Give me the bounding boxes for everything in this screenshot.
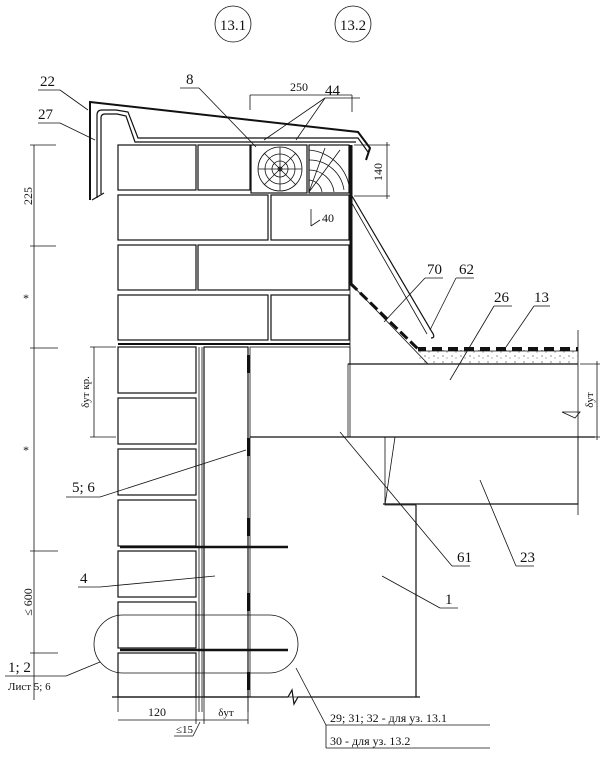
svg-text:1; 2: 1; 2 xyxy=(8,660,31,676)
svg-text:61: 61 xyxy=(457,550,472,566)
dimension-140: 140 xyxy=(354,142,390,199)
svg-text:*: * xyxy=(23,443,29,457)
wall-insulation xyxy=(198,346,250,712)
callout-13: 13 xyxy=(505,290,550,348)
callout-8: 8 xyxy=(180,72,257,148)
callout-40: 40 xyxy=(310,209,334,227)
detail-reference-ellipse xyxy=(93,614,299,674)
svg-text:Лист 5; 6: Лист 5; 6 xyxy=(8,681,51,693)
floor-slab xyxy=(383,436,579,515)
dimension-250: 250 xyxy=(249,80,353,112)
dimension-bottom: 120 δут ≤15 xyxy=(118,697,249,737)
callout-70: 70 xyxy=(383,262,443,323)
dimension-delta-roof: δут xyxy=(561,361,600,440)
callout-1: 1 xyxy=(381,575,458,609)
roof-membrane xyxy=(418,330,579,364)
flashing xyxy=(348,195,435,339)
svg-text:13: 13 xyxy=(534,290,549,306)
svg-text:120: 120 xyxy=(148,705,166,719)
node-marker-label: 13.2 xyxy=(340,18,366,34)
callout-62: 62 xyxy=(429,262,474,331)
cap-bracket xyxy=(91,109,369,201)
svg-text:1: 1 xyxy=(445,592,453,608)
base-line xyxy=(112,688,420,712)
svg-text:225: 225 xyxy=(21,187,35,205)
svg-text:70: 70 xyxy=(427,262,442,278)
fillet-membrane xyxy=(348,281,420,351)
svg-text:250: 250 xyxy=(290,80,308,94)
wooden-beam-quarter xyxy=(308,144,350,194)
svg-text:8: 8 xyxy=(186,72,194,88)
callout-1-2: 1; 2 Лист 5; 6 xyxy=(5,660,101,693)
svg-text:5; 6: 5; 6 xyxy=(72,480,95,496)
svg-text:22: 22 xyxy=(40,74,55,90)
svg-text:30 - для уз. 13.2: 30 - для уз. 13.2 xyxy=(330,734,410,748)
callout-fasteners: 29; 31; 32 - для уз. 13.1 30 - для уз. 1… xyxy=(295,667,490,749)
dimension-delta-kr: δут кр. xyxy=(80,346,116,438)
callout-4: 4 xyxy=(78,571,216,588)
wooden-beam-round xyxy=(250,144,308,194)
callout-23: 23 xyxy=(479,479,535,567)
callout-26: 26 xyxy=(449,290,512,381)
concrete-wall xyxy=(249,436,417,698)
roof-insulation xyxy=(347,363,595,438)
svg-text:23: 23 xyxy=(520,550,535,566)
callout-5-6: 5; 6 xyxy=(66,449,247,498)
svg-text:≤ 600: ≤ 600 xyxy=(21,588,35,616)
svg-text:62: 62 xyxy=(459,262,474,278)
dimension-chain-left: 225 * * ≤ 600 xyxy=(21,144,58,700)
svg-text:δут: δут xyxy=(218,707,234,719)
svg-text:≤15: ≤15 xyxy=(176,724,194,736)
svg-text:29; 31; 32 - для уз. 13.1: 29; 31; 32 - для уз. 13.1 xyxy=(330,711,447,725)
svg-text:*: * xyxy=(23,291,29,305)
svg-text:4: 4 xyxy=(80,571,88,587)
callout-27: 27 xyxy=(38,107,96,141)
svg-text:δут кр.: δут кр. xyxy=(80,376,92,408)
fillet-insulation xyxy=(349,282,429,365)
svg-text:26: 26 xyxy=(494,290,510,306)
node-marker-13-1: 13.1 xyxy=(214,5,252,43)
callout-22: 22 xyxy=(38,74,89,111)
wall-ties xyxy=(118,343,350,652)
concrete-lintel xyxy=(249,346,351,438)
svg-text:δут: δут xyxy=(584,392,596,408)
node-marker-label: 13.1 xyxy=(220,18,246,34)
svg-text:27: 27 xyxy=(38,107,54,123)
brick-masonry xyxy=(117,144,350,698)
callout-61: 61 xyxy=(339,431,472,567)
svg-text:140: 140 xyxy=(371,163,385,181)
node-marker-13-2: 13.2 xyxy=(334,5,372,43)
svg-text:44: 44 xyxy=(325,83,341,99)
parapet-cap xyxy=(89,100,372,200)
svg-text:40: 40 xyxy=(322,211,334,225)
